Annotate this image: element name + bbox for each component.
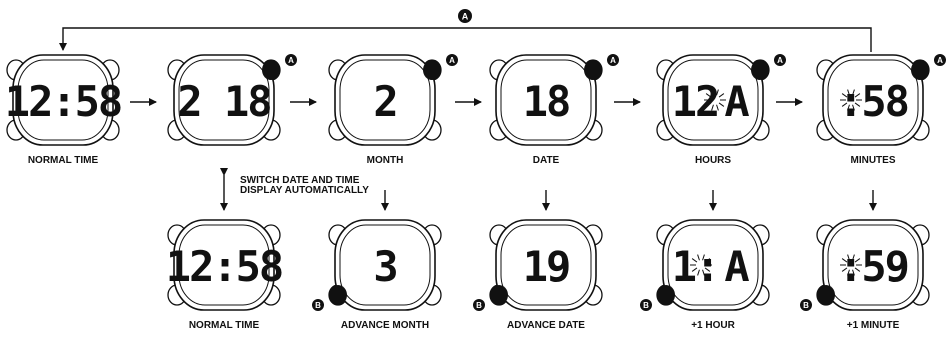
flash-burst-icon (704, 89, 726, 111)
lcd-digits: 3 (373, 242, 396, 291)
badge-a-label: A (610, 56, 616, 65)
lcd-digits: 1: (672, 242, 719, 291)
badge-a (774, 54, 786, 66)
watch-lcd (178, 59, 270, 141)
watch-lcd (339, 59, 431, 141)
button-b-pressed (657, 285, 675, 305)
watch-body (173, 54, 275, 146)
caption: +1 MINUTE (847, 320, 900, 331)
caption: MINUTES (851, 155, 896, 166)
annotation-line-1: SWITCH DATE AND TIME (240, 175, 360, 186)
lcd-digits: 12:58 (5, 77, 121, 126)
flash-burst-icon (690, 254, 712, 276)
badge-b-label: B (315, 301, 321, 310)
badge-a (934, 54, 946, 66)
loop-badge-a (458, 9, 472, 23)
watch-body (334, 54, 436, 146)
badge-a (285, 54, 297, 66)
lcd-digits: 2 18 (177, 77, 270, 126)
button-a-pressed (751, 60, 769, 80)
badge-a (607, 54, 619, 66)
caption: DATE (533, 155, 560, 166)
badge-b-label: B (643, 301, 649, 310)
lcd-digits: 19 (523, 242, 570, 291)
watch-lcd (339, 224, 431, 306)
watch-body (822, 54, 924, 146)
watch-body (495, 219, 597, 311)
button-b-pressed (817, 285, 835, 305)
badge-b (800, 299, 812, 311)
watch-lcd (827, 224, 919, 306)
caption: MONTH (367, 155, 404, 166)
badge-b (640, 299, 652, 311)
badge-a (446, 54, 458, 66)
lcd-am-indicator: A (724, 242, 749, 291)
down-arrows (220, 168, 877, 211)
button-a-pressed (911, 60, 929, 80)
flash-burst-icon (840, 89, 862, 111)
caption: +1 HOUR (691, 320, 735, 331)
watch-lcd (17, 59, 109, 141)
annotation-line-2: DISPLAY AUTOMATICALLY (240, 185, 369, 196)
lcd-digits: :58 (838, 77, 908, 126)
watch-lcd (500, 59, 592, 141)
loop-badge-a-label: A (462, 12, 469, 22)
button-a-pressed (423, 60, 441, 80)
caption: ADVANCE DATE (507, 320, 585, 331)
watch-body (495, 54, 597, 146)
watch-body (822, 219, 924, 311)
button-b-pressed (329, 285, 347, 305)
badge-a-label: A (937, 56, 943, 65)
button-a-pressed (584, 60, 602, 80)
watch-plus-hour: B 1:A +1 HOUR (640, 219, 770, 331)
watch-lcd (178, 224, 270, 306)
watch-body (662, 54, 764, 146)
watch-body (334, 219, 436, 311)
badge-a-label: A (777, 56, 783, 65)
caption: NORMAL TIME (189, 320, 260, 331)
lcd-digits: :59 (838, 242, 908, 291)
watch-lcd (500, 224, 592, 306)
caption: HOURS (695, 155, 731, 166)
badge-b (473, 299, 485, 311)
badge-a-label: A (288, 56, 294, 65)
watch-lcd (667, 224, 759, 306)
badge-b-label: B (803, 301, 809, 310)
badge-b (312, 299, 324, 311)
watch-body (12, 54, 114, 146)
lcd-digits: 12:58 (166, 242, 282, 291)
watch-plus-minute: B :59 +1 MINUTE (800, 219, 930, 331)
watch-body (173, 219, 275, 311)
watch-body (662, 219, 764, 311)
lcd-digits: 18 (523, 77, 570, 126)
badge-a-label: A (449, 56, 455, 65)
return-loop: A (59, 9, 872, 52)
caption: NORMAL TIME (28, 155, 99, 166)
badge-b-label: B (476, 301, 482, 310)
watch-lcd (667, 59, 759, 141)
button-a-pressed (262, 60, 280, 80)
lcd-am-indicator: A (724, 77, 749, 126)
button-b-pressed (490, 285, 508, 305)
lcd-digits: 2 (373, 77, 396, 126)
watch-lcd (827, 59, 919, 141)
watch-month-date: A 2 18 (167, 54, 297, 146)
caption: ADVANCE MONTH (341, 320, 429, 331)
lcd-digits: 12 (672, 77, 719, 126)
flash-burst-icon (840, 254, 862, 276)
